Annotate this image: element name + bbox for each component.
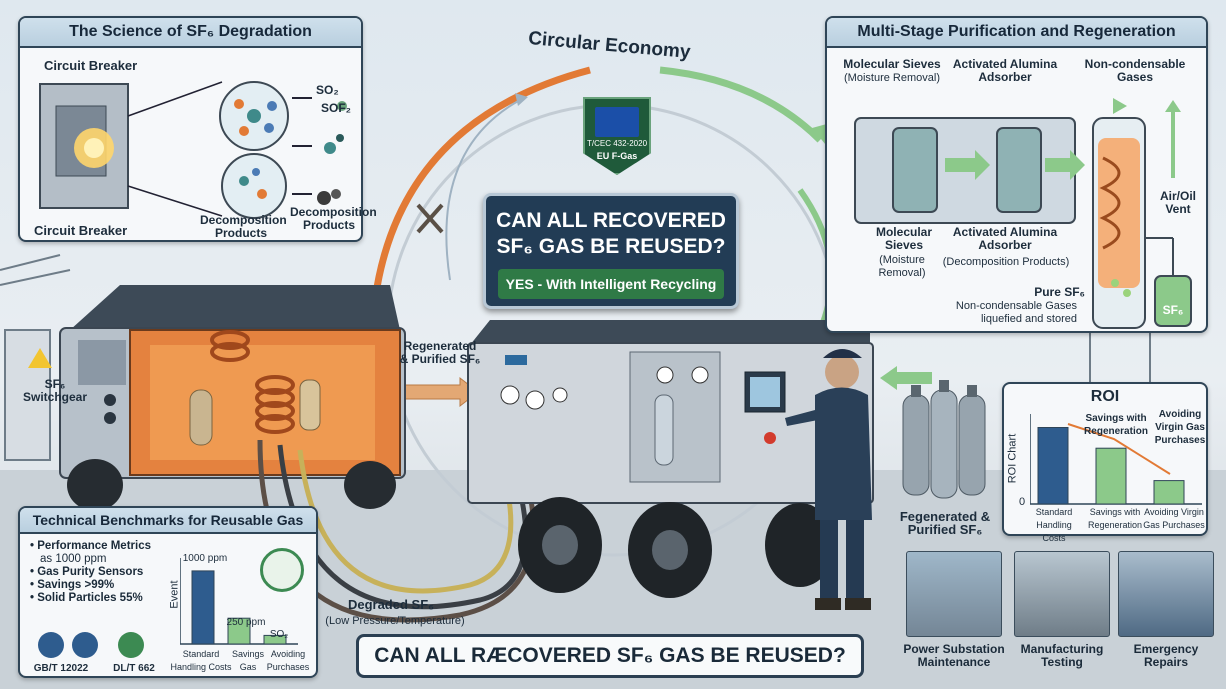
alumina-top-label: Activated Alumina Adsorber [952,57,1058,84]
gas-cylinders [902,380,986,499]
bench-category-3: Avoiding Purchases [266,649,310,672]
noncond-top-label: Non-condensable Gases [1084,57,1186,84]
purification-title: Multi-Stage Purification and Regeneratio… [827,18,1206,48]
roi-category-1: Standard Handling Costs [1035,507,1073,543]
breaker-label-top: Circuit Breaker [44,58,138,73]
breaker-label-bottom: Circuit Breaker [34,223,128,238]
cycle-arrow-left [371,66,591,301]
degradation-title: The Science of SF₆ Degradation [20,18,361,48]
central-answer: YES - With Intelligent Recycling [498,269,724,299]
sieves-top-label: Molecular Sieves [843,57,941,71]
central-question: CAN ALL RECOVERED SF₆ GAS BE REUSED? [496,209,726,258]
switchgear-label: SF₆ Switchgear [22,377,88,404]
regeneration-unit [467,320,874,598]
bench-bar-1 [191,570,215,645]
decomposition-label-2: Decomposition Products [290,205,377,232]
bench-bar-2 [227,617,251,645]
roi-title: ROI [1090,388,1120,405]
roi-trend-arrow [1067,423,1171,475]
sieves-top-note: (Moisture Removal) [844,72,940,84]
sieves-bottom-label: Molecular Sieves [875,225,932,252]
bench-bar-3-label: SO₂ [269,629,289,640]
degraded-note: (Low Pressure/Temperature) [325,615,465,627]
degradation-illustration [39,81,347,219]
bench-bar-3 [263,634,287,645]
emergency-scene [1118,551,1214,637]
manufacturing-scene [1014,551,1110,637]
roi-annotation-1: Savings with Regeneration [1084,413,1148,437]
cert-icon [72,632,98,658]
cylinders-label: Fegenerated & Purified SF₆ [899,509,991,537]
bench-category-2: Savings Gas [231,649,265,672]
cycle-arrow-right [659,66,823,143]
pure-sf6-label: Pure SF₆ [1034,285,1085,299]
sof2-label: SOF₂ [321,101,351,115]
bullet-4: • Solid Particles 55% [30,592,143,604]
roi-bar-3 [1153,480,1185,505]
bench-bar-2-label: 250 ppm [226,617,266,628]
purification-panel: Multi-Stage Purification and Regeneratio… [825,16,1208,333]
gb-standard-icon [38,632,64,658]
purification-diagram [854,98,1192,329]
dl-standard-icon [118,632,144,658]
roi-category-2: Savings with Regeneration [1087,507,1143,530]
so2-label: SO₂ [316,83,339,97]
technician [785,349,872,610]
bench-bar-1-label: 1000 ppm [182,553,228,564]
bottom-question: CAN ALL RÆCOVERED SF₆ GAS BE REUSED? [356,634,864,678]
decomposition-label-1: Decomposition Products [200,213,287,240]
degraded-label: Degraded SF₆ [347,597,435,612]
certified-seal-icon [260,548,304,592]
badge-label: EU F-Gas [596,151,638,161]
regenerated-label: Regenerated & Purified SF₆ [399,339,481,366]
central-question-card: CAN ALL RECOVERED SF₆ GAS BE REUSED? YES… [483,193,739,309]
alumina-bottom-note: (Decomposition Products) [942,256,1070,268]
roi-category-3: Avoiding Virgin Gas Purchases [1143,507,1205,530]
sf6-cylinder-label: SF₆ [1162,303,1184,317]
roi-bar-2 [1095,447,1127,505]
alumina-bottom-label: Activated Alumina Adsorber [952,225,1058,252]
substation-scene [906,551,1002,637]
roi-chart [1030,414,1202,505]
roi-y-axis-label: ROI Chart [1006,433,1019,484]
recovery-trailer [59,285,406,511]
roi-panel: ROI ROI Chart 0 Savings with Regeneratio… [1002,382,1208,543]
sieves-bottom-note: (Moisture Removal) [878,254,926,279]
degradation-panel: The Science of SF₆ Degradation Circuit B… [18,16,377,242]
vent-label: Air/Oil Vent [1159,189,1196,216]
roi-annotation-2: Avoiding Virgin Gas Purchases [1154,409,1206,446]
bench-category-1: Standard Handling Costs [170,649,232,672]
bullet-2: • Gas Purity Sensors [30,566,144,578]
application-label-3: Emergency Repairs [1133,642,1199,669]
application-label-1: Power Substation Maintenance [903,642,1005,669]
bullet-1: • Performance Metrics [30,540,151,552]
pure-sf6-note: Non-condensable Gases liquefied and stor… [955,300,1077,325]
application-label-2: Manufacturing Testing [1020,642,1104,669]
gb-standard-label: GB/T 12022 [33,663,89,674]
benchmark-bullets: • Performance Metrics as 1000 ppm • Gas … [30,540,151,605]
dl-standard-label: DL/T 662 [113,663,155,674]
roi-bar-1 [1037,427,1069,505]
roi-zero-label: 0 [1019,496,1026,508]
eu-flag-icon [595,107,639,137]
bullet-1-sub: as 1000 ppm [40,553,107,565]
benchmarks-title: Technical Benchmarks for Reusable Gas [20,508,316,534]
bench-chart [180,558,298,645]
bullet-3: • Savings >99% [30,579,115,591]
badge-standard: T/CEC 432-2020 [586,139,648,148]
benchmarks-panel: Technical Benchmarks for Reusable Gas Ev… [18,506,318,678]
